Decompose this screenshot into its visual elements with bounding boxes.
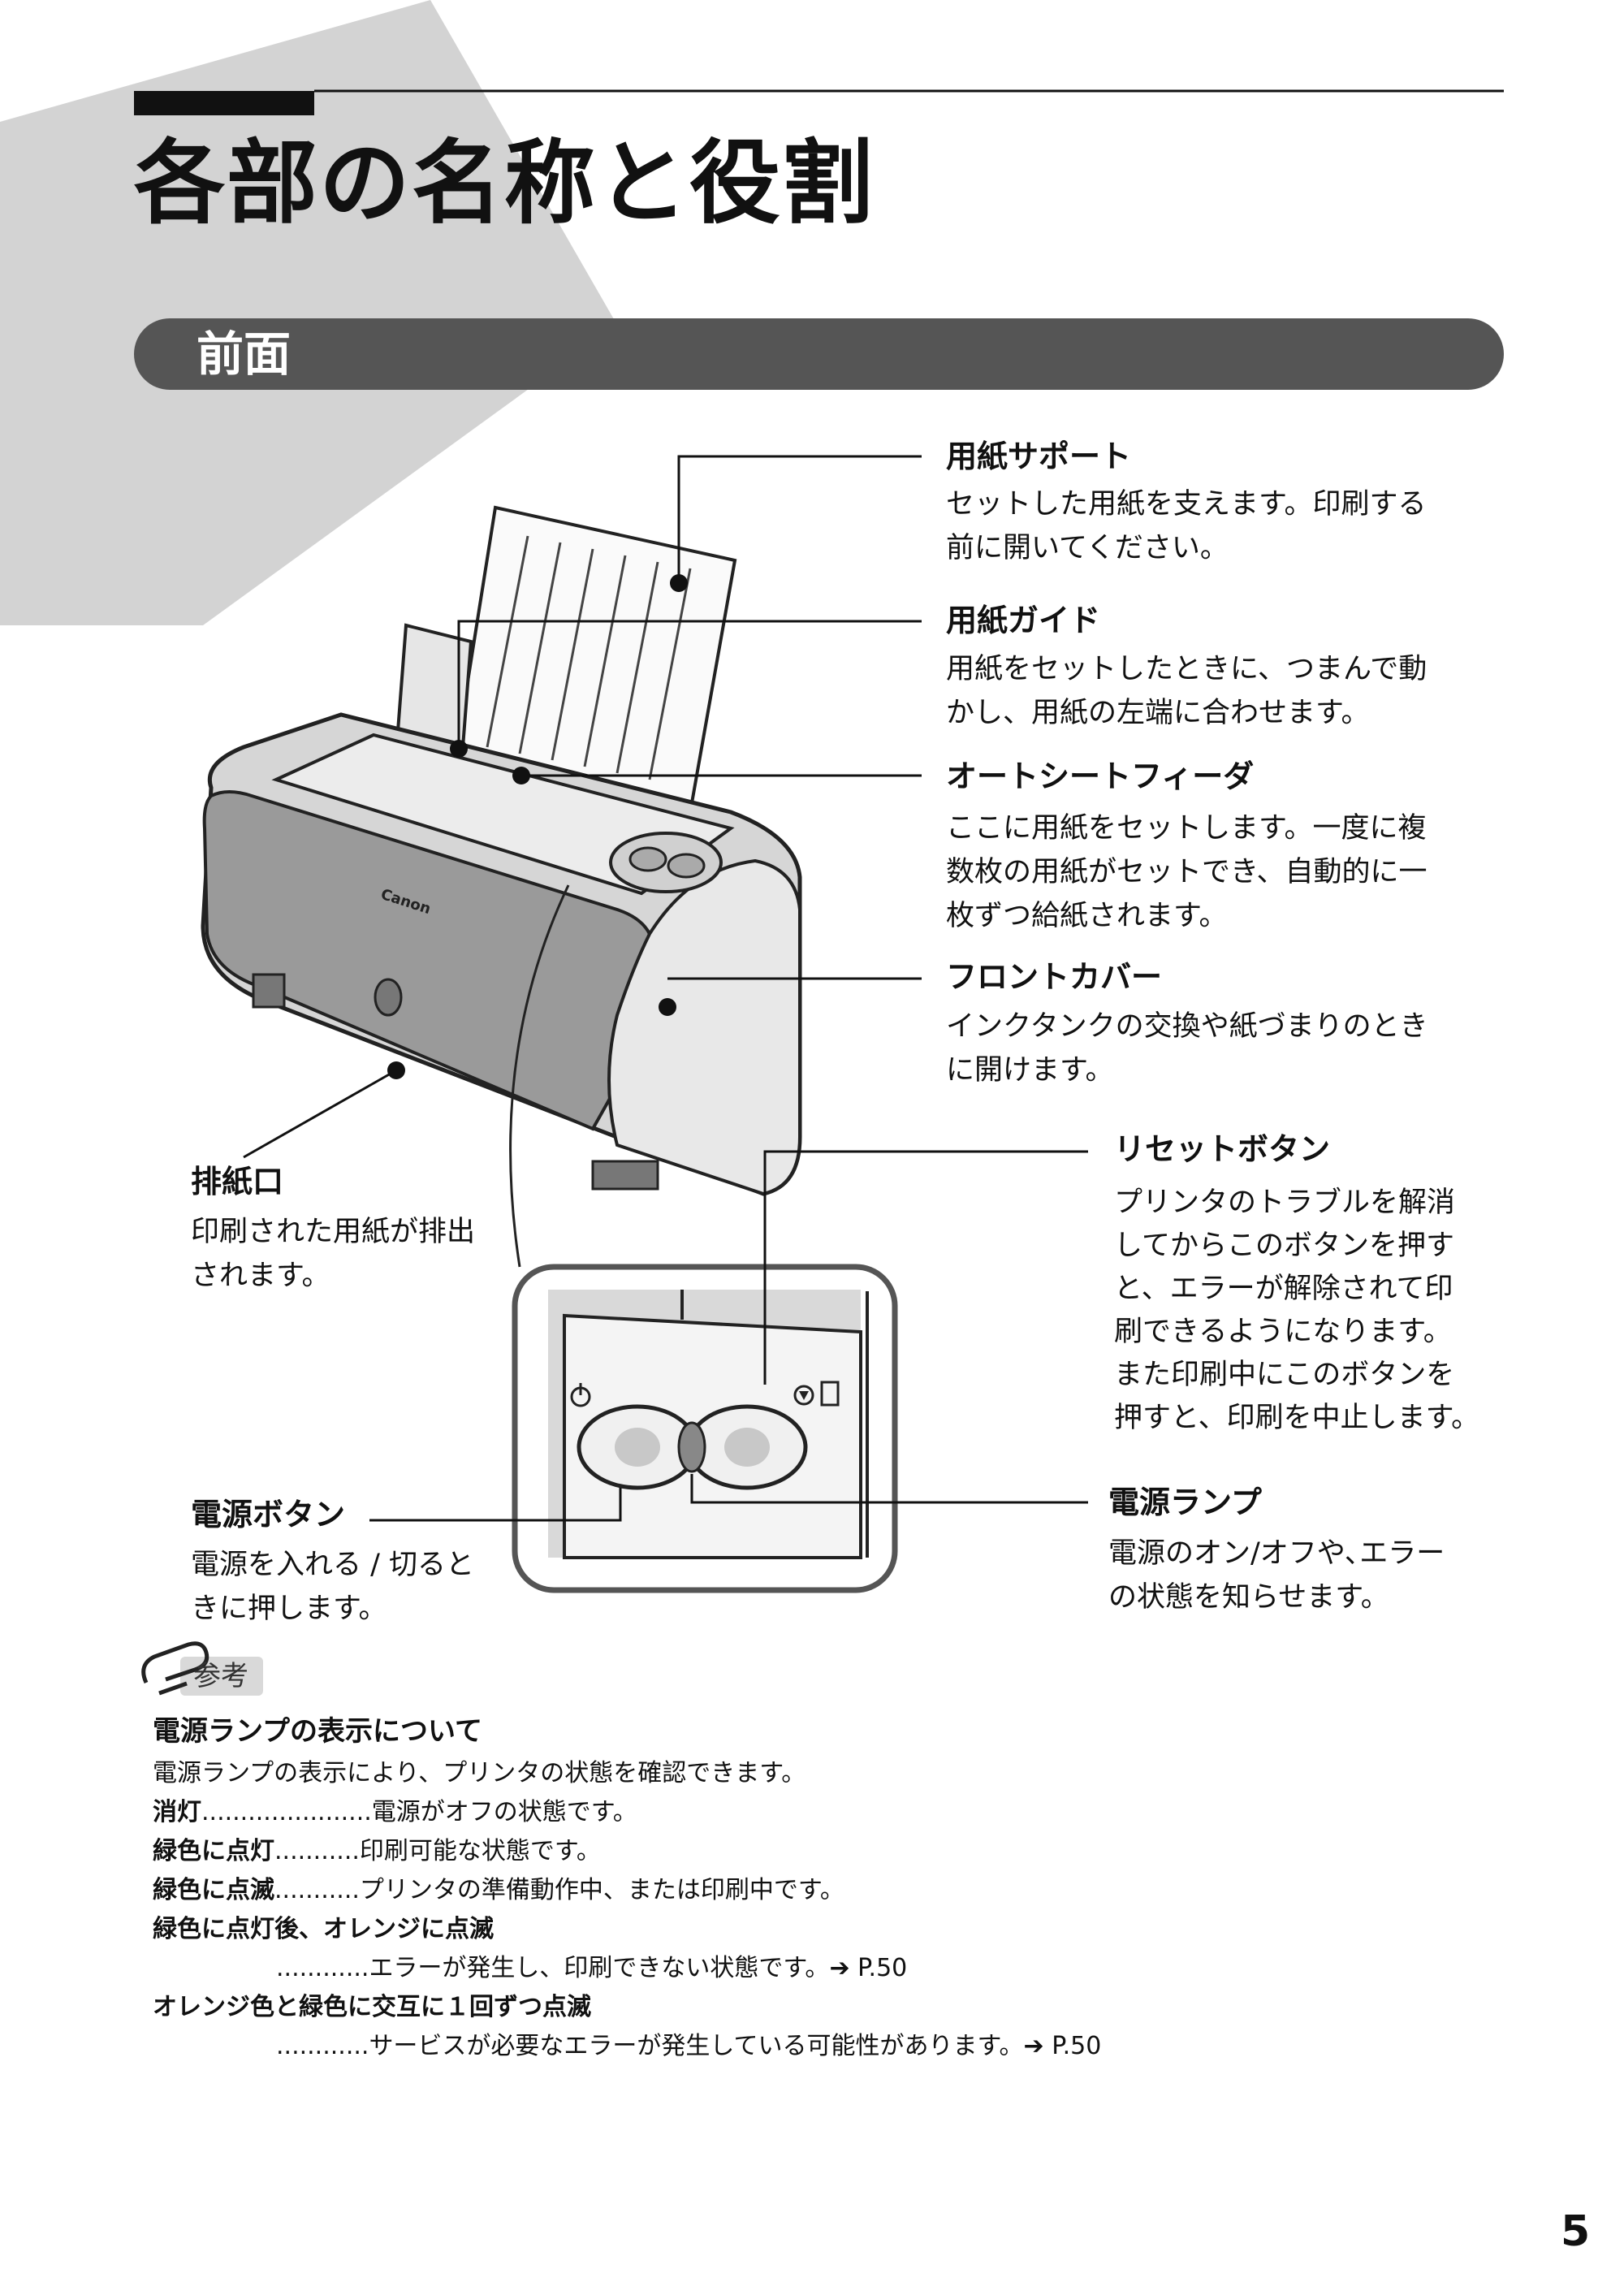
power-lamp-desc-1: 電源のオン/オフや､エラー [1108, 1537, 1445, 1570]
note-row-dots: ........... [274, 1876, 360, 1904]
note-row-desc: 電源がオフの状態です。 [371, 1798, 637, 1826]
paper-support-label: 用紙サポート [946, 439, 1132, 474]
paper-guide-desc-1: 用紙をセットしたときに、つまんで動 [946, 653, 1427, 685]
note-heading: 電源ランプの表示について [153, 1715, 482, 1748]
note-row-dots: ...................... [201, 1798, 372, 1826]
note-row-dots: ............ [276, 2032, 369, 2060]
reset-button-desc-1: プリンタのトラブルを解消 [1114, 1186, 1456, 1219]
reset-button-desc-4: 刷できるようになります。 [1114, 1316, 1452, 1348]
power-button-label: 電源ボタン [191, 1497, 346, 1532]
section-header-bar [134, 318, 1504, 390]
paper-output-label: 排紙口 [191, 1164, 284, 1199]
note-row: 緑色に点灯...........印刷可能な状態です。 [153, 1832, 601, 1871]
reset-button-desc-6: 押すと、印刷を中止します。 [1114, 1402, 1480, 1434]
note-row-term: 消灯 [153, 1798, 201, 1826]
section-title: 前面 [197, 326, 292, 382]
auto-sheet-feeder-desc-2: 数枚の用紙がセットでき、自動的に一 [946, 856, 1427, 888]
page-reference-link[interactable]: ➔ P.50 [829, 1954, 908, 1982]
note-row-term: 緑色に点灯後、オレンジに点滅 [153, 1915, 494, 1943]
power-button-desc-2: きに押します。 [191, 1593, 387, 1625]
page-title: 各部の名称と役割 [134, 131, 875, 236]
note-row-dots: ............ [276, 1954, 369, 1982]
power-lamp-desc-2: の状態を知らせます。 [1108, 1581, 1389, 1614]
note-row: ............サービスが必要なエラーが発生している可能性があります。➔… [276, 2027, 1101, 2066]
note-intro: 電源ランプの表示により、プリンタの状態を確認できます。 [153, 1759, 806, 1787]
front-cover-label: フロントカバー [946, 959, 1163, 995]
reset-button-desc-5: また印刷中にこのボタンを [1114, 1359, 1455, 1391]
power-button-desc-1: 電源を入れる / 切ると [191, 1549, 475, 1581]
note-row-desc: エラーが発生し、印刷できない状態です。 [369, 1954, 830, 1982]
page-reference-link[interactable]: ➔ P.50 [1023, 2032, 1102, 2060]
note-row: 緑色に点滅...........プリンタの準備動作中、または印刷中です。 [153, 1871, 844, 1910]
note-row-desc: 印刷可能な状態です。 [359, 1837, 601, 1865]
auto-sheet-feeder-label: オートシートフィーダ [946, 759, 1255, 794]
paper-output-desc-2: されます。 [191, 1260, 330, 1292]
auto-sheet-feeder-desc-3: 枚ずつ給紙されます。 [946, 900, 1228, 932]
reset-button-label: リセットボタン [1114, 1131, 1331, 1167]
paper-output-desc-1: 印刷された用紙が排出 [191, 1216, 476, 1248]
note-row: 消灯......................電源がオフの状態です。 [153, 1793, 637, 1832]
note-row-dots: ........... [274, 1837, 360, 1865]
note-row-term: 緑色に点灯 [153, 1837, 274, 1865]
note-row-term: 緑色に点滅 [153, 1876, 274, 1904]
paper-guide-desc-2: かし、用紙の左端に合わせます。 [946, 697, 1370, 729]
reset-button-desc-2: してからこのボタンを押す [1114, 1230, 1454, 1262]
front-cover-desc-1: インクタンクの交換や紙づまりのとき [946, 1010, 1428, 1043]
paper-support-desc-1: セットした用紙を支えます。印刷する [946, 488, 1427, 521]
power-lamp-label: 電源ランプ [1108, 1485, 1262, 1520]
reset-button-desc-3: と、エラーが解除されて印 [1114, 1273, 1453, 1305]
note-row: ............エラーが発生し、印刷できない状態です。➔ P.50 [276, 1949, 907, 1988]
auto-sheet-feeder-desc-1: ここに用紙をセットします。一度に複 [946, 812, 1427, 845]
note-row-term: オレンジ色と緑色に交互に１回ずつ点滅 [153, 1993, 591, 2021]
paper-support-desc-2: 前に開いてください。 [946, 532, 1229, 564]
front-cover-desc-2: に開けます。 [946, 1054, 1114, 1087]
paper-guide-label: 用紙ガイド [946, 603, 1101, 638]
note-badge: 参考 [193, 1660, 248, 1692]
note-row-desc: サービスが必要なエラーが発生している可能性があります。 [369, 2032, 1024, 2060]
note-row-desc: プリンタの準備動作中、または印刷中です。 [359, 1876, 844, 1904]
page-number: 5 [1561, 2207, 1591, 2256]
